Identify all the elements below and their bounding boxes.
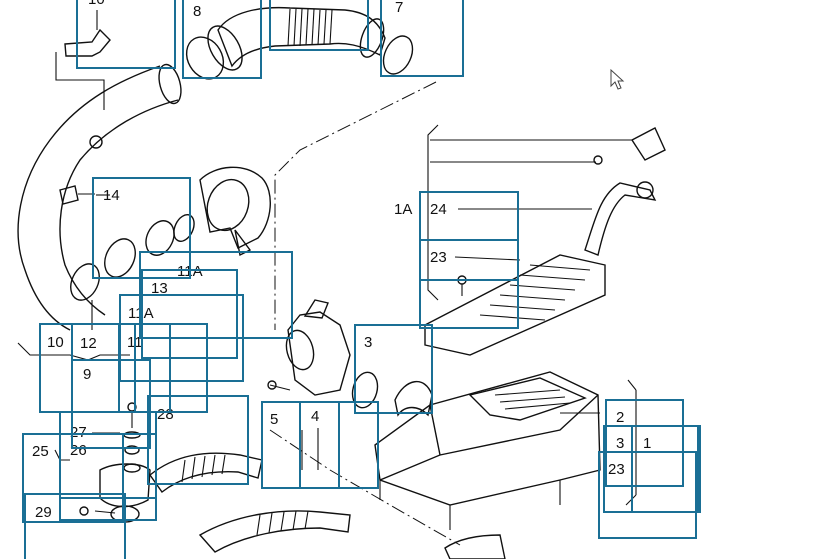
part-drawings: [17, 6, 666, 559]
air-filter-housing: [374, 371, 601, 530]
hotspot-23-top[interactable]: [419, 239, 519, 329]
callout-12: 12: [80, 335, 97, 352]
intake-pipe-left: [17, 52, 182, 331]
hotspot-layer: [22, 0, 701, 559]
hotspot-29[interactable]: [24, 493, 126, 559]
callout-27: 27: [70, 424, 87, 441]
callout-7: 7: [395, 0, 403, 16]
hose-clamp-7: [382, 35, 414, 75]
leader-lines: [17, 81, 637, 546]
hotspot-8[interactable]: [182, 0, 262, 79]
callout-14: 14: [103, 187, 120, 204]
small-parts: [79, 402, 151, 523]
callout-8: 8: [193, 3, 201, 20]
callout-25: 25: [32, 443, 49, 460]
callout-24: 24: [430, 201, 447, 218]
hotspot-10-top[interactable]: [76, 0, 176, 69]
callout-3: 3: [364, 334, 372, 351]
callout-5: 5: [270, 411, 278, 428]
hotspot-3[interactable]: [354, 324, 433, 414]
mouse-pointer-icon: [610, 68, 625, 90]
callout-9: 9: [83, 366, 91, 383]
filter-element: [424, 254, 606, 356]
callout-10: 10: [47, 334, 64, 351]
callout-28: 28: [157, 406, 174, 423]
hotspot-23-bottom[interactable]: [598, 451, 697, 539]
callout-3-right: 3: [616, 435, 624, 452]
callout-10-top: 10: [88, 0, 105, 8]
callout-29: 29: [35, 504, 52, 521]
hotspot-24[interactable]: [419, 191, 519, 281]
hotspot-25[interactable]: [22, 433, 124, 523]
callout-1a: 1A: [394, 201, 412, 218]
callout-1: 1: [643, 435, 651, 452]
hotspot-1[interactable]: [631, 425, 701, 513]
callout-23-bottom: 23: [608, 461, 625, 478]
hotspot-8-hose[interactable]: [269, 0, 369, 51]
hotspot-11[interactable]: [118, 323, 208, 413]
hotspot-28[interactable]: [147, 395, 249, 485]
hotspot-2[interactable]: [605, 399, 684, 487]
flex-hose-top: [207, 6, 386, 71]
hotspot-7[interactable]: [380, 0, 464, 77]
hotspot-4[interactable]: [299, 401, 379, 489]
callout-13: 13: [151, 280, 168, 297]
callout-26: 26: [70, 442, 87, 459]
elbow-connector: [199, 166, 271, 257]
valve-10: [64, 10, 111, 57]
callout-2: 2: [616, 409, 624, 426]
lower-hoses: [149, 452, 506, 559]
callout-labels: 7 8 10 14 1A 24 23 11A 13 11A 10 12 11 9…: [32, 0, 651, 521]
air-mass-meter: [267, 299, 379, 409]
hotspot-13[interactable]: [141, 269, 238, 359]
callout-4: 4: [311, 408, 319, 425]
breather-pipe: [584, 127, 666, 256]
screw-14: [59, 185, 95, 205]
callout-23-top: 23: [430, 249, 447, 266]
hotspot-9[interactable]: [71, 359, 151, 449]
